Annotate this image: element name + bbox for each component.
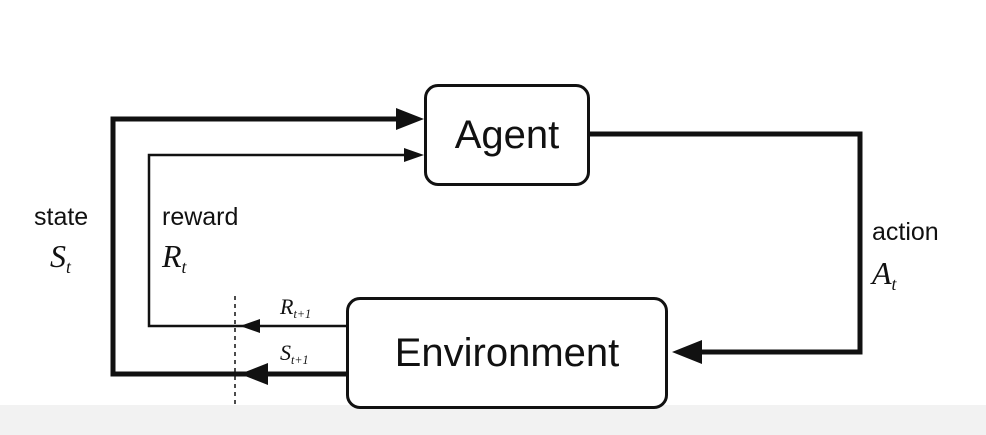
state-edge [110,116,400,377]
reward-label: reward [162,203,239,231]
action-symbol: At [872,255,897,295]
reward-arrowhead [404,148,424,162]
agent-node: Agent [424,84,590,186]
agent-label: Agent [454,112,560,157]
next-state-arrowhead [240,363,268,385]
next-reward-arrowhead [240,319,260,333]
environment-label: Environment [394,330,620,375]
next-reward-symbol: Rt+1 [280,294,312,322]
state-label: state [34,203,89,231]
next-state-symbol: St+1 [280,340,309,368]
action-arrowhead [672,340,702,364]
environment-node: Environment [346,297,668,409]
reward-symbol: Rt [162,238,187,278]
action-edge [590,131,863,355]
action-label: action [872,218,939,246]
bottom-band [0,405,986,435]
state-arrowhead [396,108,424,130]
state-symbol: St [50,238,71,278]
